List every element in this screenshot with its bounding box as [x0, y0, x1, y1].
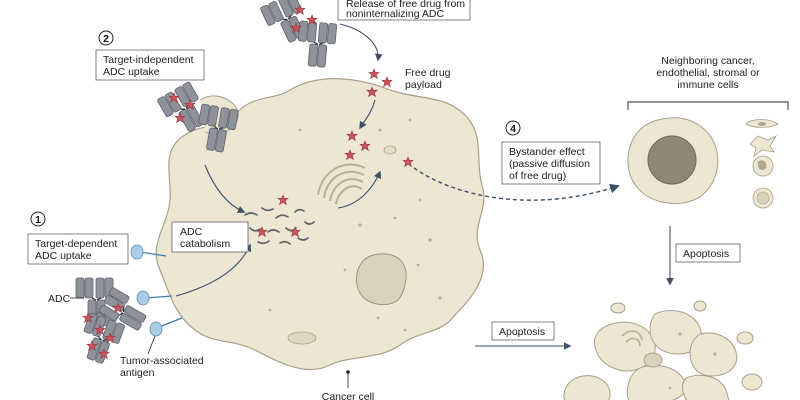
- step1-badge: [30, 211, 46, 227]
- nucleus: [355, 253, 407, 306]
- top-label-line2: noninternalizing ADC: [346, 8, 444, 20]
- antigen-label-line1: Tumor-associated: [120, 355, 204, 367]
- free-drug-label-line2: payload: [405, 79, 442, 91]
- mitochondrion: [287, 331, 317, 345]
- catabolism-label-box: [171, 221, 249, 253]
- cancer-cell-membrane: [155, 78, 485, 370]
- catabolism-label-line1: ADC: [180, 226, 203, 238]
- bystander-label-line1: Bystander effect: [509, 146, 585, 158]
- apoptosis-label-bottom: Apoptosis: [499, 326, 545, 338]
- step1-label-line1: Target-dependent: [35, 238, 117, 250]
- golgi-apparatus: [317, 163, 366, 205]
- free-drug-label-line1: Free drug: [405, 67, 451, 79]
- top-adc-cluster: [259, 0, 338, 69]
- antigen-label-line2: antigen: [120, 367, 155, 379]
- step2-badge: [98, 30, 114, 46]
- step2-label-box: [95, 49, 205, 81]
- step2-internalization-arrow: [204, 164, 246, 214]
- top-label-box: [337, 0, 471, 21]
- vesicle: [383, 145, 397, 155]
- bystander-label-line2: (passive diffusion: [509, 158, 590, 170]
- drug-entry-arrow: [359, 99, 376, 130]
- apoptotic-bodies: [563, 300, 763, 400]
- step2-label-line2: ADC uptake: [103, 66, 160, 78]
- step4-badge: [505, 120, 521, 136]
- adc-label: ADC: [48, 293, 71, 305]
- step2-label-line1: Target-independent: [103, 54, 194, 66]
- step2-number: 2: [103, 33, 109, 45]
- top-release-arrow: [339, 23, 383, 62]
- apoptotic-fragments-detail: [621, 330, 717, 390]
- small-neighbor-cells: [745, 119, 779, 209]
- catabolism-label-line2: catabolism: [180, 238, 230, 250]
- drug-release-arrow: [337, 170, 382, 209]
- step1-label-box: [27, 233, 129, 265]
- cancer-cell-label: Cancer cell: [322, 391, 375, 400]
- cytoplasm-granules: [268, 118, 442, 332]
- neighbor-nucleus: [647, 135, 697, 185]
- antigen-leader-line: [147, 335, 156, 355]
- tumor-antigens: [130, 244, 183, 337]
- apoptosis-label-box-bottom: [491, 321, 555, 341]
- apoptosis-label-right: Apoptosis: [683, 248, 729, 260]
- bystander-label-box: [501, 141, 601, 185]
- top-label-line1: Release of free drug from: [346, 0, 465, 10]
- apoptosis-label-box-right: [675, 243, 741, 263]
- step1-label-line2: ADC uptake: [35, 250, 92, 262]
- neighbor-label-line2: endothelial, stromal or: [656, 67, 760, 79]
- cancer-cell-leader-dot: [346, 370, 350, 374]
- neighbor-label-line1: Neighboring cancer,: [661, 55, 754, 67]
- bystander-label-line3: of free drug): [509, 170, 566, 182]
- neighbor-bracket: [627, 101, 789, 110]
- bystander-diffusion-arrow: [413, 167, 620, 201]
- step4-number: 4: [510, 123, 516, 135]
- step1-number: 1: [35, 214, 41, 226]
- neighbor-label-line3: immune cells: [677, 79, 738, 91]
- step1-adc-cluster: [74, 277, 152, 368]
